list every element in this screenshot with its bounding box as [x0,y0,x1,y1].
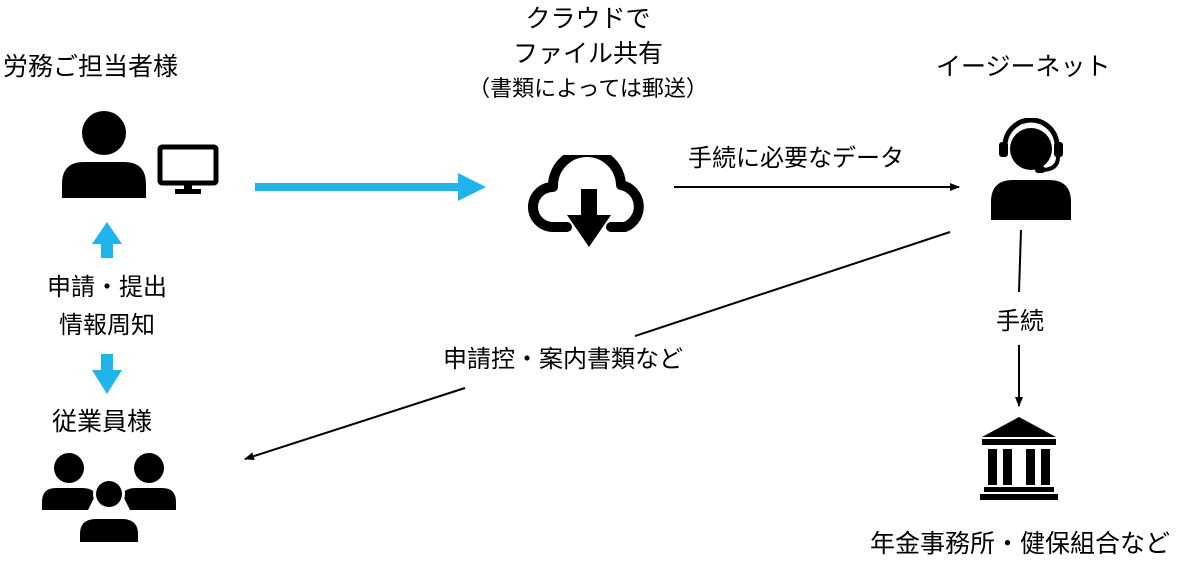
edge-label-easynet-to-employees: 申請控・案内書類など [443,345,683,373]
cloud-download-icon [528,155,644,247]
cloud-label-line1: クラウドで [525,4,651,33]
line-easynet-to-agencies-upper [1018,229,1022,293]
cloud-label-line3: （書類によっては郵送） [468,77,708,102]
line-easynet-to-employees-upper [634,231,951,337]
cloud-label-line2: ファイル共有 [512,39,663,68]
government-building-icon [980,417,1058,500]
person-icon [62,111,146,198]
group-icon [42,453,176,542]
edge-label-easynet-to-agencies: 手続 [996,307,1044,335]
easynet-label: イージーネット [936,52,1111,81]
monitor-icon [157,144,219,194]
arrow-employees-to-hr [92,222,122,258]
arrow-hr-to-employees [92,354,122,394]
headset-operator-icon [991,118,1071,220]
agencies-label: 年金事務所・健保組合など [870,529,1171,558]
employees-label: 従業員様 [52,407,153,436]
arrow-hr-to-cloud [255,173,486,201]
hr-contact-label: 労務ご担当者様 [3,52,179,81]
arrow-easynet-to-employees-lower [244,387,466,461]
edge-label-hr-employees-line2: 情報周知 [59,311,155,339]
edge-label-cloud-to-easynet: 手続に必要なデータ [688,144,904,172]
edge-label-hr-employees-line1: 申請・提出 [47,273,167,301]
